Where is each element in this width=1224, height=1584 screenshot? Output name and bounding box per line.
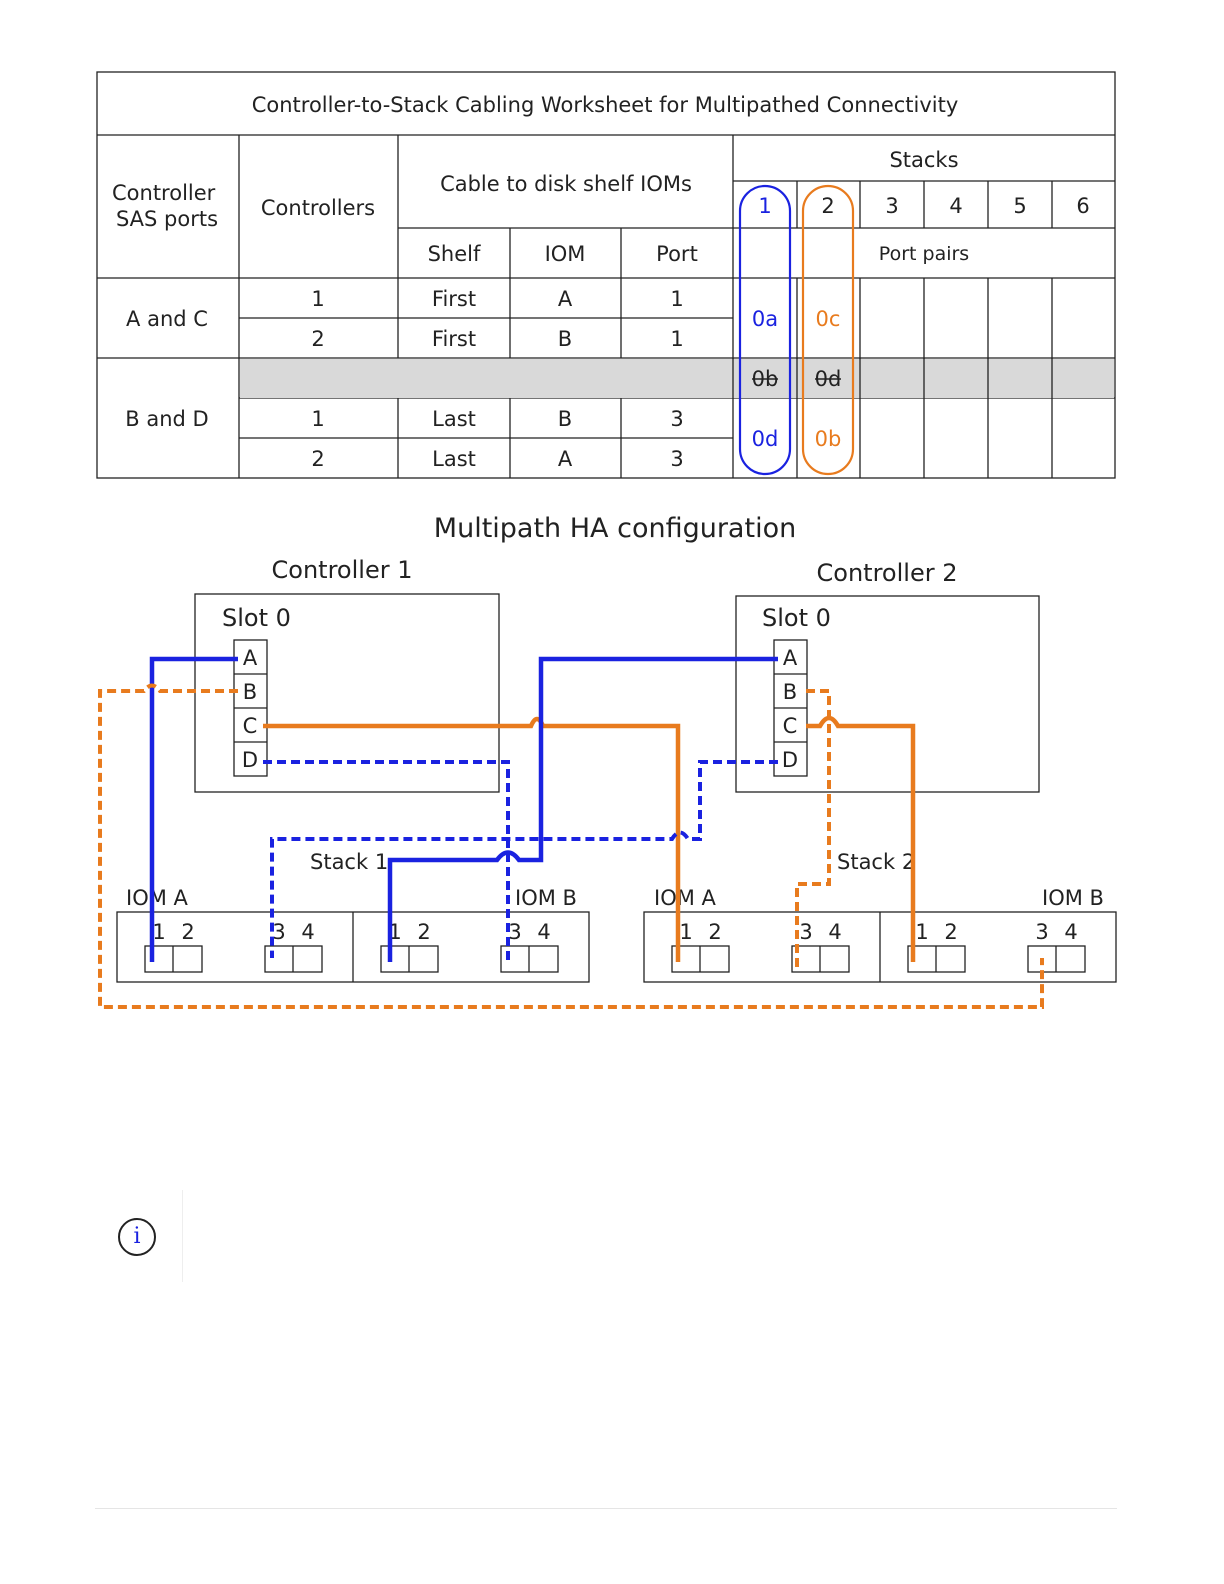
footer-rule — [95, 1508, 1117, 1509]
iom-port-number: 2 — [417, 920, 430, 944]
header-iom: IOM — [545, 242, 586, 266]
iom-port-number: 3 — [272, 920, 285, 944]
controller2-label: Controller 2 — [817, 559, 958, 587]
stack1-label: Stack 1 — [310, 850, 388, 874]
cable-c2b-stack2-ioma-p3 — [795, 689, 831, 968]
stack1-iom-a-label: IOM A — [126, 886, 189, 910]
iom-port-number: 1 — [915, 920, 928, 944]
cell-controller: 2 — [311, 447, 324, 471]
cell-iom: A — [558, 447, 573, 471]
stack-number-5: 5 — [1013, 194, 1026, 218]
header-sas-ports-line2: SAS ports — [116, 207, 218, 231]
stack1-port-group1: 0a — [752, 307, 778, 331]
stack-number-3: 3 — [885, 194, 898, 218]
cell-port: 3 — [670, 407, 683, 431]
controller2-port-b-label: B — [783, 680, 797, 704]
iom-port-number: 2 — [181, 920, 194, 944]
separator-band — [240, 359, 1114, 398]
stack2-oval — [801, 184, 855, 476]
stack2-iom-a-label: IOM A — [654, 886, 717, 910]
info-icon-glyph: i — [133, 1224, 141, 1249]
cell-shelf: First — [432, 327, 476, 351]
header-port: Port — [656, 242, 698, 266]
cell-controller: 1 — [311, 407, 324, 431]
note-divider — [182, 1190, 183, 1282]
cable-c1b-stack2-iomb-p3 — [98, 683, 1044, 1009]
stack2-port-group2: 0b — [815, 427, 842, 451]
cell-iom: B — [558, 407, 572, 431]
stack1-oval — [738, 184, 792, 476]
controller1-port-c-label: C — [243, 714, 258, 738]
cell-controller: 2 — [311, 327, 324, 351]
info-icon: i — [118, 1218, 156, 1256]
stack-number-2: 2 — [821, 194, 834, 218]
cell-iom: A — [558, 287, 573, 311]
cell-port: 1 — [670, 327, 683, 351]
cell-shelf: Last — [432, 407, 476, 431]
controller1-label: Controller 1 — [272, 556, 413, 584]
cell-shelf: First — [432, 287, 476, 311]
header-shelf: Shelf — [428, 242, 481, 266]
cell-port: 1 — [670, 287, 683, 311]
header-stacks: Stacks — [889, 148, 958, 172]
cell-iom: B — [558, 327, 572, 351]
worksheet-title: Controller-to-Stack Cabling Worksheet fo… — [252, 93, 959, 117]
header-cable-to-iom: Cable to disk shelf IOMs — [440, 172, 692, 196]
controller1-port-b-label: B — [243, 680, 257, 704]
stack2-iom-b-label: IOM B — [1042, 886, 1104, 910]
controller1-port-d-label: D — [242, 748, 258, 772]
controller2-port-a-label: A — [783, 646, 798, 670]
diagram-title: Multipath HA configuration — [434, 513, 796, 544]
iom-port-number: 4 — [301, 920, 314, 944]
header-controllers: Controllers — [261, 196, 375, 220]
controller2-port-d-label: D — [782, 748, 798, 772]
iom-port-number: 3 — [1035, 920, 1048, 944]
header-sas-ports-line1: Controller — [112, 181, 216, 205]
stack2-label: Stack 2 — [837, 850, 915, 874]
cell-controller: 1 — [311, 287, 324, 311]
iom-port-number: 1 — [679, 920, 692, 944]
controller1-port-a-label: A — [243, 646, 258, 670]
port-pairs-label: Port pairs — [879, 243, 969, 265]
iom-port-number: 2 — [708, 920, 721, 944]
cell-port: 3 — [670, 447, 683, 471]
iom-port-number: 1 — [152, 920, 165, 944]
iom-port-number: 3 — [508, 920, 521, 944]
sas-ports-group2: B and D — [125, 407, 208, 431]
cell-shelf: Last — [432, 447, 476, 471]
stack-number-4: 4 — [949, 194, 962, 218]
cable-c2d-stack1-ioma-p3 — [270, 760, 778, 958]
cabling-worksheet-table — [96, 71, 1116, 479]
stack2-port-group1: 0c — [816, 307, 841, 331]
controller2-box — [735, 595, 1040, 793]
stack-number-6: 6 — [1076, 194, 1089, 218]
cable-c2a-stack1-iomb-p1 — [387, 656, 778, 962]
controller2-slot-label: Slot 0 — [762, 604, 831, 632]
sas-ports-group1: A and C — [126, 307, 208, 331]
cable-c1d-stack1-iomb-p3 — [263, 760, 510, 962]
stack-number-1: 1 — [758, 194, 771, 218]
iom-port-number: 2 — [944, 920, 957, 944]
header-sas-ports: Controller SAS ports — [112, 181, 222, 231]
cable-c2c-stack2-iomb-p1 — [806, 715, 916, 962]
cable-c1a-stack1-ioma-p1 — [149, 656, 238, 962]
controller2-port-c-label: C — [783, 714, 798, 738]
controller1-slot-label: Slot 0 — [222, 604, 291, 632]
iom-port-number: 4 — [1064, 920, 1077, 944]
iom-port-number: 4 — [537, 920, 550, 944]
stack1-iom-b-label: IOM B — [515, 886, 577, 910]
stack1-port-group2: 0d — [752, 427, 779, 451]
iom-port-number: 3 — [799, 920, 812, 944]
iom-port-number: 4 — [828, 920, 841, 944]
